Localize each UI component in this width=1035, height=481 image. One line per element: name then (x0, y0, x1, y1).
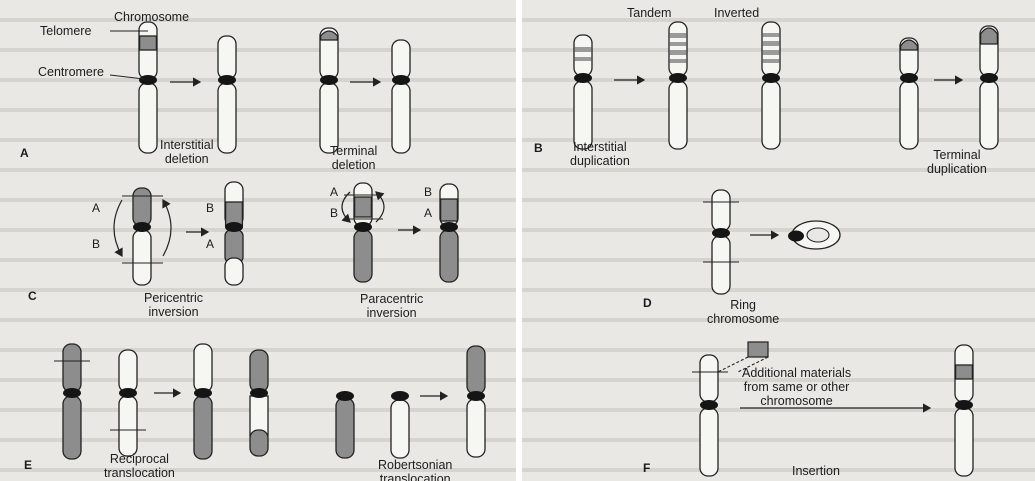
inserted-segment (748, 342, 768, 357)
arm-label: A (424, 206, 432, 220)
chromosome-pericentric-before (122, 188, 163, 285)
label-centromere: Centromere (38, 65, 104, 79)
arrow-rotate-left-2 (342, 192, 350, 222)
arm-label: B (206, 201, 214, 215)
chromosome-tandem-duplication (669, 22, 687, 149)
chromosome-original-a (139, 22, 157, 153)
right-diagram (522, 0, 1035, 481)
chromosome-terminal-deletion (392, 40, 410, 153)
chromosome-terminal-before (900, 38, 918, 149)
panel-letter-d: D (643, 296, 652, 310)
chromosome-insertion-after (955, 345, 973, 476)
arm-label: B (92, 237, 100, 251)
chromosome-robertsonian-2 (391, 391, 409, 458)
chromosome-before-terminal (320, 28, 338, 153)
chromosome-ring-before (703, 190, 739, 294)
left-figure-panel: Chromosome Telomere Centromere A Interst… (0, 0, 516, 481)
chromosome-pericentric-after (225, 182, 243, 285)
arm-label: A (206, 237, 214, 251)
chromosome-robertsonian-1 (336, 391, 354, 458)
arrow-rotate-right (163, 200, 171, 256)
panel-letter-b: B (534, 141, 543, 155)
chromosome-original-b (574, 35, 592, 149)
arrow-rotate-right-2 (376, 192, 384, 222)
label-chromosome: Chromosome (114, 10, 189, 24)
chromosome-insertion-before (692, 355, 728, 476)
arrow-rotate-left (114, 200, 122, 256)
chromosome-paracentric-after (440, 184, 458, 282)
label-tandem: Tandem (627, 6, 671, 20)
centromere-pointer (110, 75, 144, 79)
chromosome-reciprocal-1 (54, 344, 90, 459)
chromosome-reciprocal-3 (194, 344, 212, 459)
chromosome-paracentric-before (344, 183, 383, 282)
panel-letter-a: A (20, 146, 29, 160)
chromosome-reciprocal-4 (250, 350, 268, 456)
panel-letter-c: C (28, 289, 37, 303)
ring-chromosome (788, 221, 840, 249)
arm-label: B (424, 185, 432, 199)
panel-letter-e: E (24, 458, 32, 472)
chromosome-reciprocal-2 (110, 350, 146, 456)
arm-label: A (92, 201, 100, 215)
label-inverted: Inverted (714, 6, 759, 20)
arm-label: B (330, 206, 338, 220)
panel-letter-f: F (643, 461, 650, 475)
chromosome-robertsonian-fused (467, 346, 485, 457)
chromosome-inverted-duplication (762, 22, 780, 149)
chromosome-terminal-duplication (980, 26, 998, 149)
label-insertion: Insertion (792, 464, 840, 478)
arm-label: A (330, 185, 338, 199)
label-telomere: Telomere (40, 24, 91, 38)
chromosome-interstitial-deletion (218, 36, 236, 153)
